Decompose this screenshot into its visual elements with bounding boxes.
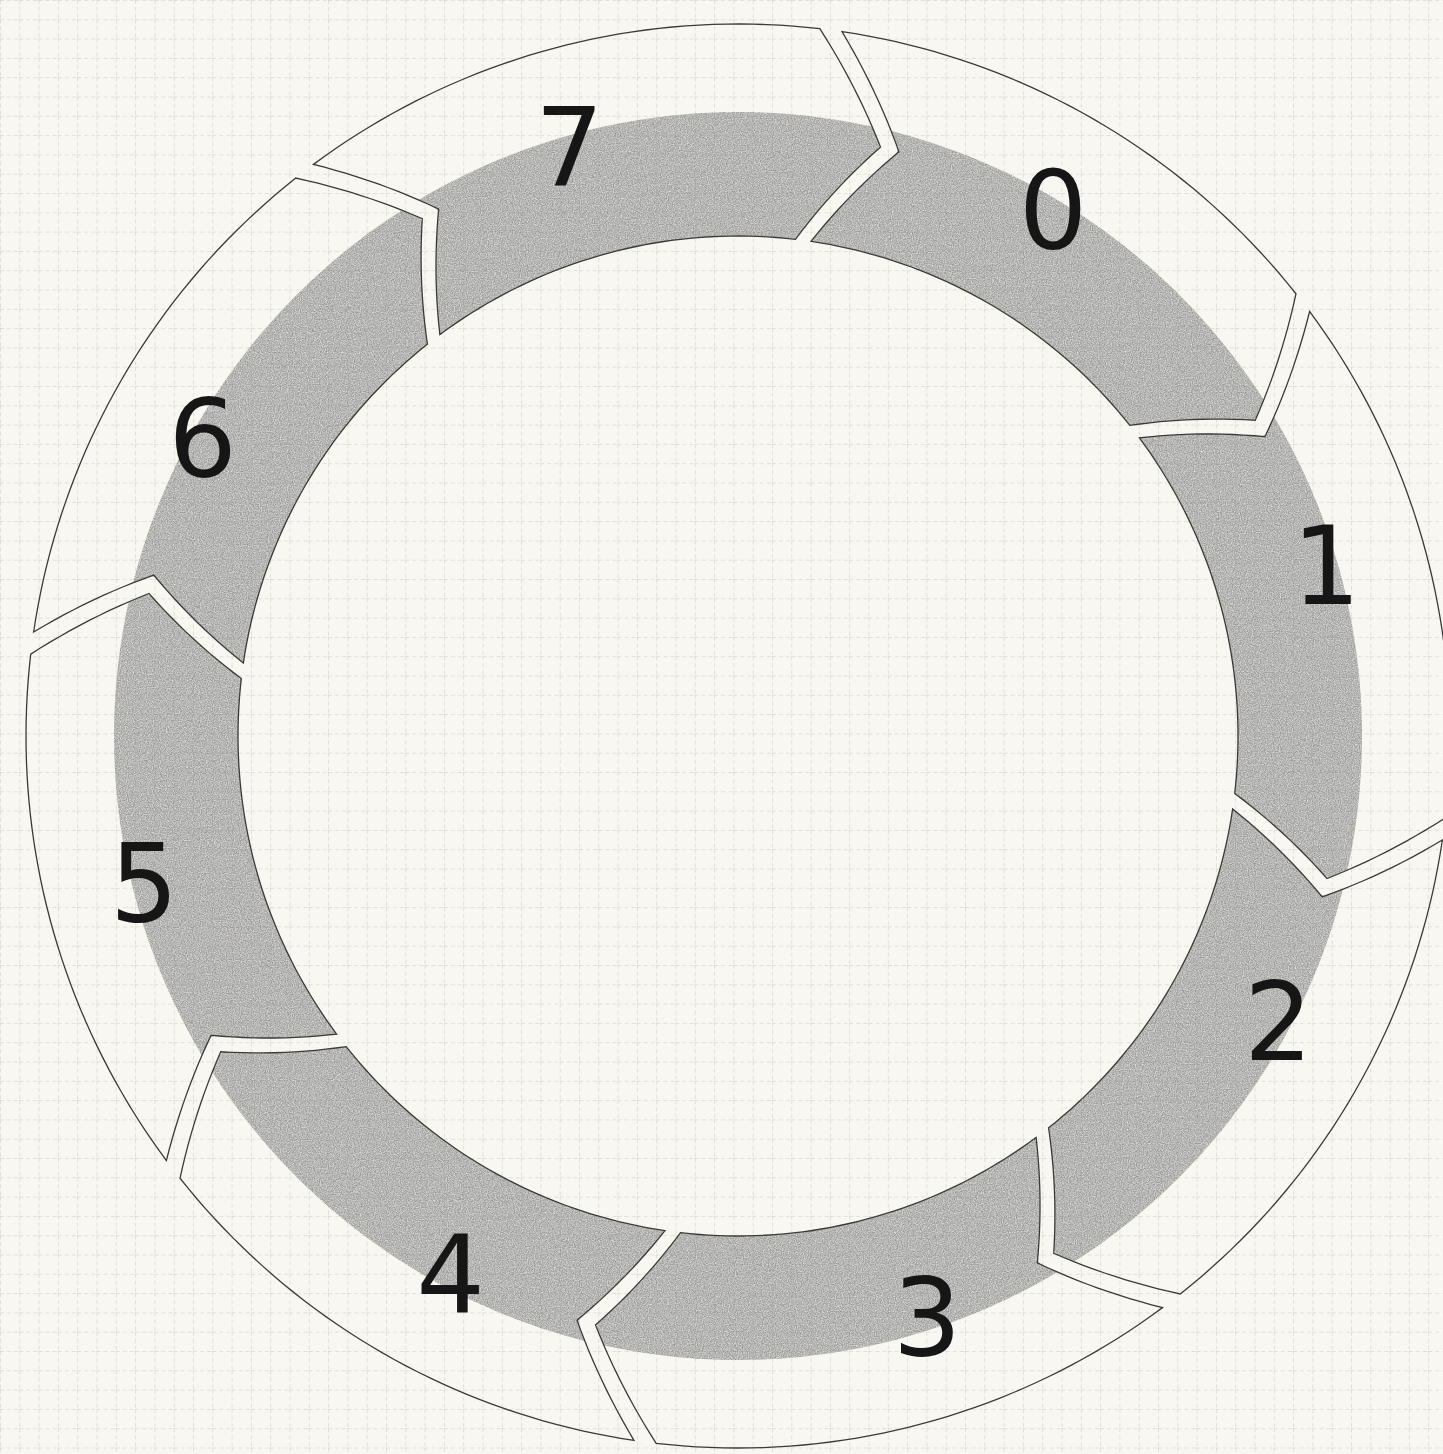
chevron-outline bbox=[24, 591, 339, 1163]
ring-segment: 0 bbox=[809, 29, 1298, 428]
chevron-outline bbox=[1137, 309, 1443, 881]
pencil-shading bbox=[419, 112, 880, 335]
ring-segment: 3 bbox=[593, 1135, 1165, 1450]
ring-segment: 7 bbox=[311, 22, 883, 337]
chevron-border bbox=[313, 24, 880, 335]
segment-number: 6 bbox=[168, 385, 237, 493]
segment-number: 4 bbox=[416, 1222, 485, 1330]
ring-segment: 1 bbox=[1137, 309, 1443, 881]
chevron-border bbox=[34, 178, 428, 663]
ring-segment: 2 bbox=[1046, 807, 1443, 1296]
segment-number: 7 bbox=[535, 94, 604, 202]
pencil-shading bbox=[1139, 417, 1362, 878]
chevron-outline bbox=[593, 1135, 1165, 1450]
pencil-shading bbox=[212, 1047, 665, 1341]
ring-segment: 4 bbox=[178, 1044, 667, 1443]
segment-number: 2 bbox=[1244, 969, 1313, 1077]
pencil-shading bbox=[114, 595, 337, 1056]
chevron-border bbox=[26, 594, 337, 1161]
chevron-border bbox=[811, 32, 1296, 426]
chevron-border bbox=[1139, 311, 1443, 878]
pencil-shading bbox=[133, 210, 427, 663]
ring-segment: 5 bbox=[24, 591, 339, 1163]
chevron-border bbox=[596, 1137, 1163, 1448]
segment-number: 3 bbox=[893, 1264, 962, 1372]
ring-segment: 6 bbox=[31, 176, 430, 665]
segment-number: 5 bbox=[110, 830, 179, 938]
chevron-border bbox=[1049, 809, 1443, 1294]
pencil-shading bbox=[597, 1137, 1058, 1360]
chevron-border bbox=[180, 1047, 665, 1441]
segment-number: 0 bbox=[1019, 157, 1088, 265]
pencil-shading bbox=[1049, 809, 1343, 1262]
segment-number: 1 bbox=[1292, 513, 1361, 621]
pencil-shading bbox=[811, 131, 1264, 425]
